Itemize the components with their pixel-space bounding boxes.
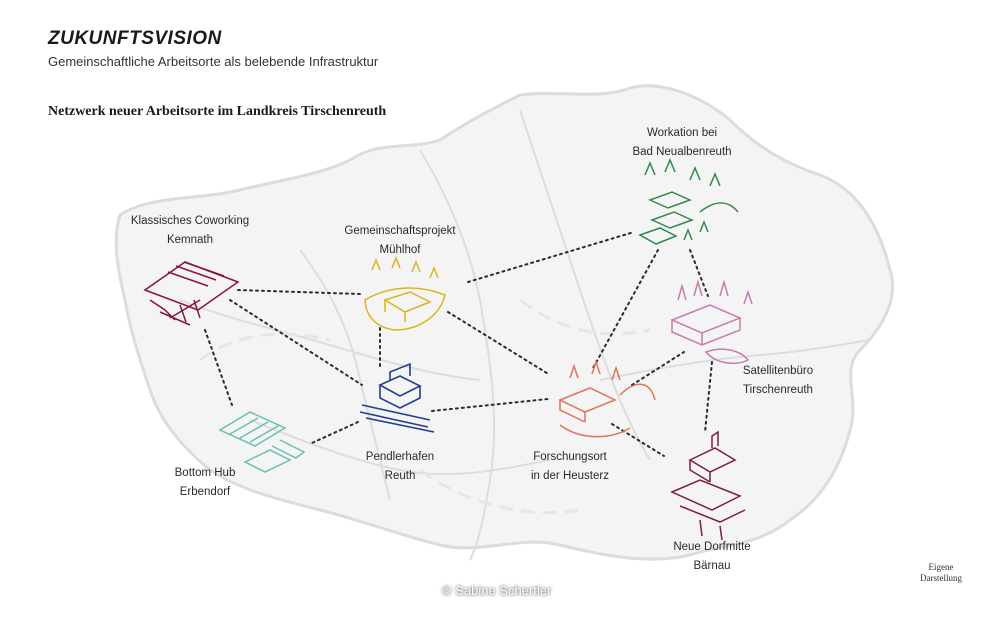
erbendorf-illustration <box>218 411 306 473</box>
link-heusterz-baernau <box>611 423 665 457</box>
link-tirschenreuth-baernau <box>704 361 713 433</box>
label-reuth: Pendlerhafen Reuth <box>365 451 435 482</box>
district-outline <box>114 84 895 561</box>
connection-lines <box>204 231 713 457</box>
tirschenreuth-illustration <box>670 279 753 365</box>
neualbenreuth-illustration <box>638 158 739 245</box>
link-neualbenreuth-tirschenreuth <box>689 249 709 297</box>
link-kemnath-erbendorf <box>204 329 233 406</box>
label-kemnath: Klassisches Coworking Kemnath <box>130 215 250 246</box>
border-lines <box>199 298 651 515</box>
heusterz-illustration <box>558 359 656 438</box>
source-note: Eigene Darstellung <box>920 562 962 583</box>
link-heusterz-tirschenreuth <box>631 351 685 386</box>
link-kemnath-reuth <box>229 299 363 386</box>
link-neualbenreuth-heusterz <box>591 249 659 371</box>
label-heusterz: Forschungsort in der Heusterz <box>531 451 609 482</box>
page-title: ZUKUNFTSVISION <box>48 28 222 49</box>
label-baernau: Neue Dorfmitte Bärnau <box>673 541 751 572</box>
baernau-illustration <box>670 430 746 541</box>
link-muehlhof-heusterz <box>447 311 551 376</box>
page-subtitle: Gemeinschaftliche Arbeitsorte als belebe… <box>48 54 379 69</box>
label-erbendorf: Bottom Hub Erbendorf <box>174 467 236 498</box>
kemnath-illustration <box>143 261 240 326</box>
link-muehlhof-neualbenreuth <box>467 231 635 283</box>
link-reuth-heusterz <box>431 398 549 412</box>
label-tirschenreuth: Satellitenbüro Tirschenreuth <box>742 365 814 396</box>
link-reuth-erbendorf <box>311 421 359 444</box>
copyright-credit: © Sabine Schertler <box>442 583 552 598</box>
reuth-illustration <box>359 362 435 433</box>
road-network <box>179 109 871 561</box>
muehlhof-illustration <box>364 255 446 331</box>
map-title: Netzwerk neuer Arbeitsorte im Landkreis … <box>48 104 387 119</box>
label-neualbenreuth: Workation bei Bad Neualbenreuth <box>632 127 732 158</box>
label-muehlhof: Gemeinschaftsprojekt Mühlhof <box>344 225 456 256</box>
link-kemnath-muehlhof <box>237 289 361 295</box>
